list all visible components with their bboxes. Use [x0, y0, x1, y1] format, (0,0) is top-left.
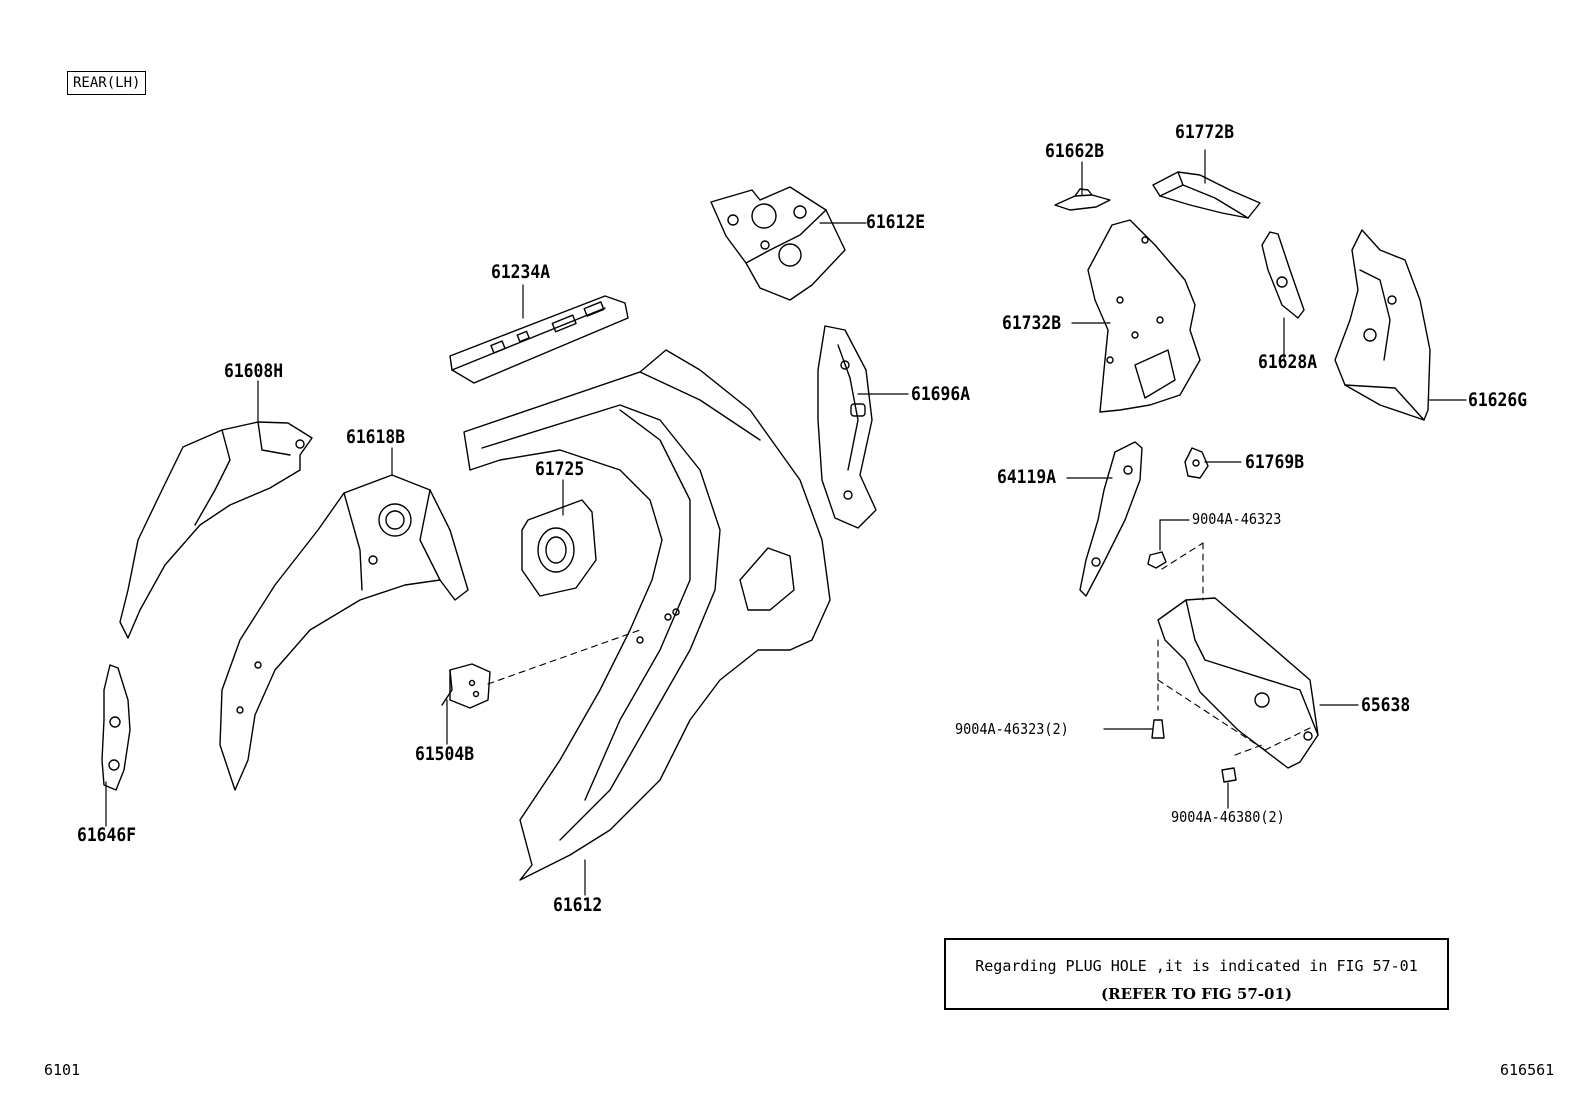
label-61732B: 61732B: [1002, 312, 1062, 334]
plug-hole-note: Regarding PLUG HOLE ,it is indicated in …: [944, 938, 1449, 1010]
note-line-1: Regarding PLUG HOLE ,it is indicated in …: [975, 957, 1418, 975]
footer-left-code: 6101: [44, 1061, 81, 1079]
label-61628A: 61628A: [1258, 351, 1318, 373]
part-64119A-shape: [1079, 441, 1143, 597]
label-61612E: 61612E: [866, 211, 926, 233]
label-64119A: 64119A: [997, 466, 1057, 488]
part-61612-shape: [463, 349, 831, 881]
label-9004A-46323-2: 9004A-46323(2): [955, 720, 1069, 738]
assembly-dashed-lines: [487, 542, 1311, 756]
note-line-2: (REFER TO FIG 57-01): [1101, 985, 1292, 1003]
part-61769B-shape: [1184, 447, 1209, 479]
part-61725-shape: [521, 499, 597, 597]
part-61608H-shape: [119, 421, 313, 639]
part-61234A-shape: [449, 295, 629, 384]
bolt-9004A-46380-2-shape: [1221, 767, 1237, 783]
label-61662B: 61662B: [1045, 140, 1105, 162]
label-61504B: 61504B: [415, 743, 475, 765]
label-9004A-46380-2: 9004A-46380(2): [1171, 808, 1285, 826]
part-61504B-shape: [441, 663, 491, 709]
part-61662B-shape: [1054, 188, 1111, 211]
part-65638-shape: [1157, 597, 1319, 769]
part-61772B-shape: [1152, 171, 1261, 219]
label-61234A: 61234A: [491, 261, 551, 283]
label-9004A-46323: 9004A-46323: [1192, 510, 1282, 528]
part-61626G-shape: [1334, 229, 1431, 421]
part-61732B-shape: [1087, 219, 1201, 413]
footer-right-code: 616561: [1500, 1061, 1555, 1079]
label-61696A: 61696A: [911, 383, 971, 405]
label-65638: 65638: [1361, 694, 1411, 716]
label-61769B: 61769B: [1245, 451, 1305, 473]
part-61628A-shape: [1261, 231, 1305, 319]
label-61612: 61612: [553, 894, 603, 916]
label-61725: 61725: [535, 458, 585, 480]
label-61608H: 61608H: [224, 360, 284, 382]
part-61618B-shape: [219, 474, 469, 791]
bolt-9004A-46323-shape: [1147, 551, 1167, 569]
label-61626G: 61626G: [1468, 389, 1528, 411]
leader-lines: [105, 149, 1467, 896]
part-61612E-shape: [710, 186, 846, 301]
label-61618B: 61618B: [346, 426, 406, 448]
part-61696A-shape: [817, 325, 877, 529]
view-tag: REAR(LH): [67, 71, 147, 95]
bolt-9004A-46323-2-shape: [1151, 719, 1165, 739]
label-61646F: 61646F: [77, 824, 137, 846]
part-61646F-shape: [101, 664, 131, 791]
label-61772B: 61772B: [1175, 121, 1235, 143]
